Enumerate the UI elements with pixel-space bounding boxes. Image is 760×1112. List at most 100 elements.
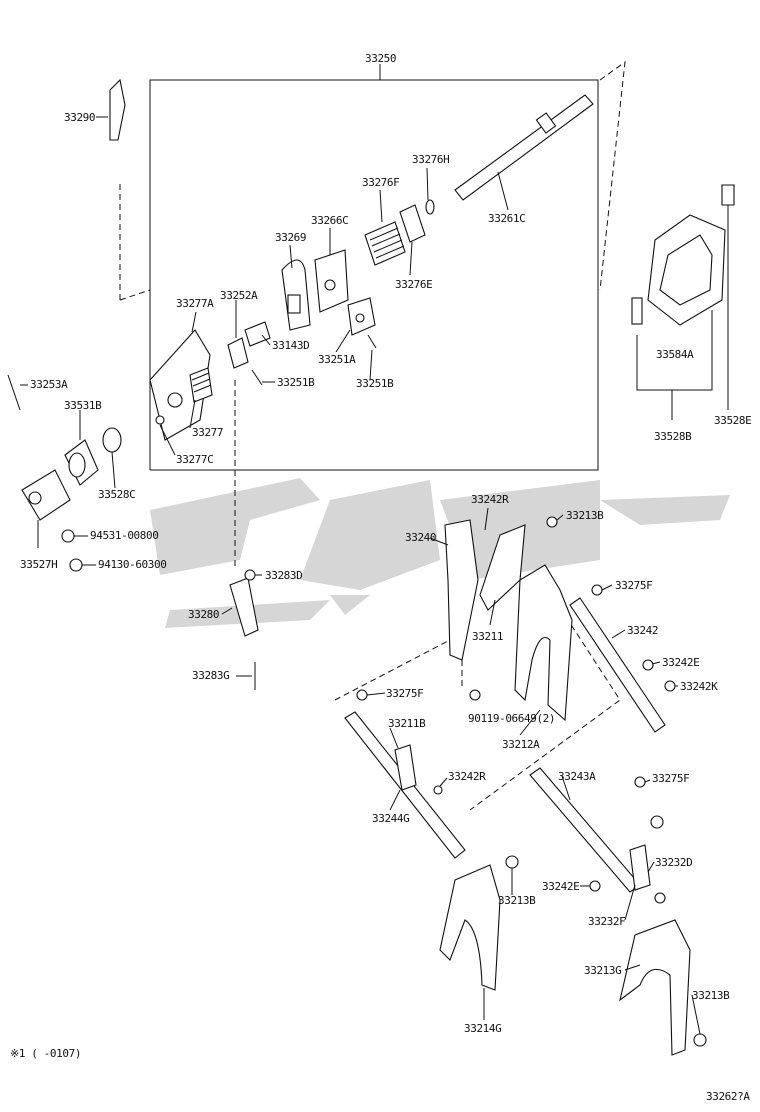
- bolt-33283d: [244, 569, 256, 581]
- label-33242r-mid: 33242R: [448, 770, 486, 783]
- label-33251b-right: 33251B: [356, 377, 394, 390]
- label-33276h: 33276H: [412, 153, 449, 166]
- label-33211: 33211: [472, 630, 503, 643]
- label-90119: 90119-06649(2): [468, 712, 555, 725]
- label-33269: 33269: [275, 231, 306, 244]
- cover-33584a: [631, 184, 735, 326]
- footnote: ※1 ( -0107): [10, 1047, 81, 1060]
- part-33211: [479, 524, 526, 611]
- shaft-33242: [569, 597, 666, 733]
- part-33527h: [21, 469, 71, 521]
- label-33252a: 33252A: [220, 289, 258, 302]
- bolt-33213b-top: [546, 516, 558, 528]
- clip-33242r: [433, 785, 443, 795]
- nut-33275f: [650, 815, 664, 829]
- label-94130: 94130-60300: [98, 558, 166, 571]
- label-33251a: 33251A: [318, 353, 356, 366]
- label-33243a: 33243A: [558, 770, 596, 783]
- label-33280: 33280: [188, 608, 219, 621]
- label-33266c: 33266C: [311, 214, 348, 227]
- bracket-33211b: [394, 744, 417, 791]
- label-33261c: 33261C: [488, 212, 525, 225]
- label-33277: 33277: [192, 426, 223, 439]
- leader-lines: [20, 116, 701, 1035]
- label-33276e: 33276E: [395, 278, 432, 291]
- label-33240: 33240: [405, 531, 436, 544]
- label-33214g: 33214G: [464, 1022, 501, 1035]
- spring-33276f: [364, 221, 406, 266]
- label-33283d: 33283D: [265, 569, 302, 582]
- part-labels: 33250 33290 33276H 33276F 33266C 33269 3…: [10, 52, 752, 1103]
- lever-33251a: [347, 297, 376, 336]
- fork-33213g: [619, 919, 691, 1056]
- assembly-box-33250: [149, 64, 599, 471]
- label-33277a: 33277A: [176, 297, 214, 310]
- label-33528c: 33528C: [98, 488, 135, 501]
- bolt-33275f-top: [591, 584, 603, 596]
- clip-33242e: [589, 880, 601, 892]
- ring-33528c: [102, 427, 122, 453]
- pin-33251b-left: [251, 369, 263, 386]
- lever-33232f: [629, 844, 651, 891]
- label-33212a: 33212A: [502, 738, 540, 751]
- label-33277c: 33277C: [176, 453, 213, 466]
- bolt-33213b-mid: [505, 855, 519, 869]
- label-33251b-left: 33251B: [277, 376, 315, 389]
- collar-33276e: [399, 204, 426, 243]
- label-33242e-top: 33242E: [662, 656, 699, 669]
- washer-94130: [69, 558, 83, 572]
- part-33531b: [64, 439, 99, 486]
- plate-33269: [281, 259, 311, 331]
- label-33242e-bottom: 33242E: [542, 880, 579, 893]
- bolt-33275f-right: [634, 776, 646, 788]
- label-33584a: 33584A: [656, 348, 694, 361]
- fork-33214g: [439, 864, 501, 991]
- part-33252a: [227, 337, 249, 369]
- part-33280: [229, 577, 259, 637]
- bolt-33232d: [654, 892, 666, 904]
- label-33528b: 33528B: [654, 430, 692, 443]
- block-33266c: [314, 249, 349, 313]
- bolt-33213b-bottom: [693, 1033, 707, 1047]
- washer-94531: [61, 529, 75, 543]
- label-33213g: 33213G: [584, 964, 621, 977]
- clip-33242k: [664, 680, 676, 692]
- label-33213b-top: 33213B: [566, 509, 604, 522]
- label-33242: 33242: [627, 624, 658, 637]
- ring-33276h: [425, 199, 435, 215]
- label-33143d: 33143D: [272, 339, 309, 352]
- label-33250: 33250: [365, 52, 396, 65]
- pin-33251b-right: [367, 334, 377, 349]
- bolt-33253a: [7, 374, 21, 411]
- spring-33277: [189, 367, 213, 403]
- breather-33290: [109, 78, 126, 141]
- label-33253a: 33253A: [30, 378, 68, 391]
- part-33143d: [244, 321, 271, 347]
- label-33276f: 33276F: [362, 176, 399, 189]
- label-33283g: 33283G: [192, 669, 229, 682]
- label-33290: 33290: [64, 111, 95, 124]
- label-33527h: 33527H: [20, 558, 57, 571]
- clip-33242e-top: [642, 659, 654, 671]
- shift-shaft-33261c: [454, 94, 594, 201]
- label-33213b-mid: 33213B: [498, 894, 536, 907]
- shaft-33243a: [529, 767, 641, 893]
- label-33275f-top: 33275F: [615, 579, 652, 592]
- label-33528e: 33528E: [714, 414, 751, 427]
- label-33242k: 33242K: [680, 680, 718, 693]
- label-94531: 94531-00800: [90, 529, 158, 542]
- label-33275f-right: 33275F: [652, 772, 689, 785]
- bolt-90119: [469, 689, 481, 701]
- figure-id: 33262?A: [706, 1090, 750, 1103]
- label-33232d: 33232D: [655, 856, 692, 869]
- fork-33212a: [514, 564, 573, 722]
- label-33232f: 33232F: [588, 915, 625, 928]
- label-33211b: 33211B: [388, 717, 426, 730]
- bolt-33275f-left: [356, 689, 368, 701]
- label-33531b: 33531B: [64, 399, 102, 412]
- label-33242r-top: 33242R: [471, 493, 509, 506]
- lever-33240: [444, 519, 479, 661]
- label-33244g: 33244G: [372, 812, 409, 825]
- label-33213b-bottom: 33213B: [692, 989, 730, 1002]
